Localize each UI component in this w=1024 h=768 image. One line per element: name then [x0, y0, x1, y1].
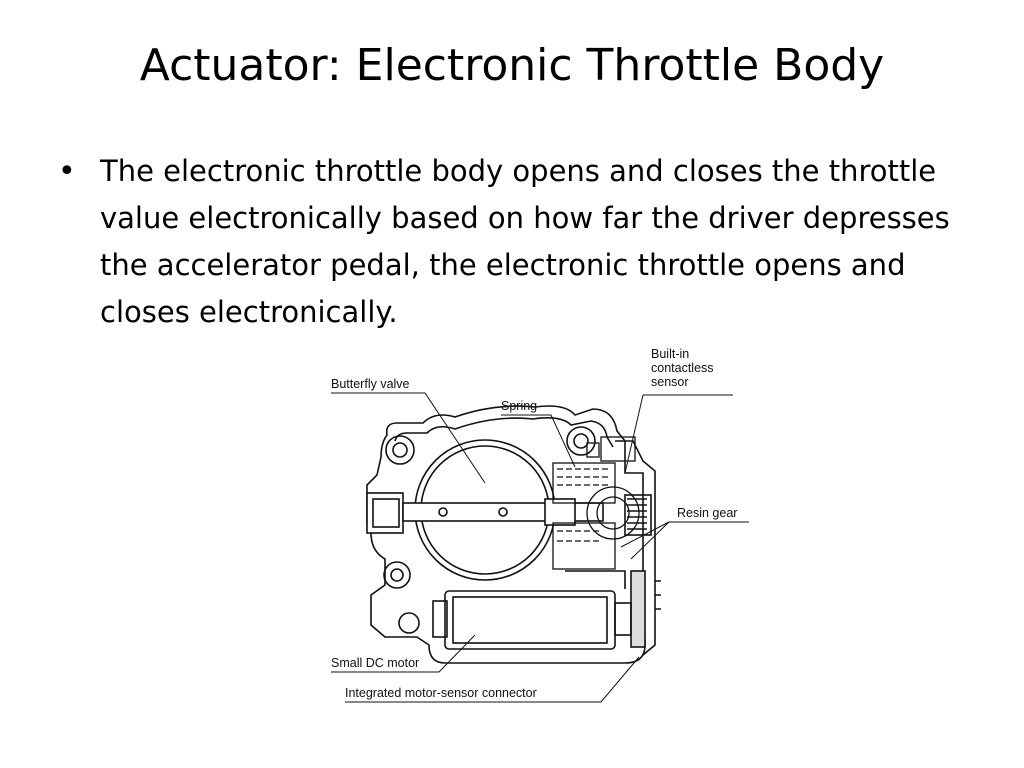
sensor-label-line2: contactless [651, 361, 714, 375]
bullet-marker: • [58, 154, 76, 189]
slide-title: Actuator: Electronic Throttle Body [139, 40, 885, 91]
throttle-body-diagram: Butterfly valve Spring Built-in contactl… [331, 347, 749, 703]
resin-gear-label: Resin gear [677, 506, 737, 520]
sensor-housing [615, 440, 661, 656]
sensor-label-line1: Built-in [651, 347, 689, 361]
butterfly-valve-label: Butterfly valve [331, 377, 410, 391]
dc-motor-shape [432, 570, 632, 650]
bullet-list: • The electronic throttle body opens and… [58, 148, 978, 336]
spring-label: Spring [501, 399, 537, 413]
leader-lines [331, 392, 749, 703]
sensor-label-line3: sensor [651, 375, 689, 389]
bullet-text: The electronic throttle body opens and c… [100, 154, 950, 329]
spring-gear-assembly [552, 436, 640, 570]
dc-motor-label: Small DC motor [331, 656, 419, 670]
connector-label: Integrated motor-sensor connector [345, 686, 537, 700]
throttle-body-housing [366, 405, 646, 664]
throttle-shaft [366, 492, 604, 534]
